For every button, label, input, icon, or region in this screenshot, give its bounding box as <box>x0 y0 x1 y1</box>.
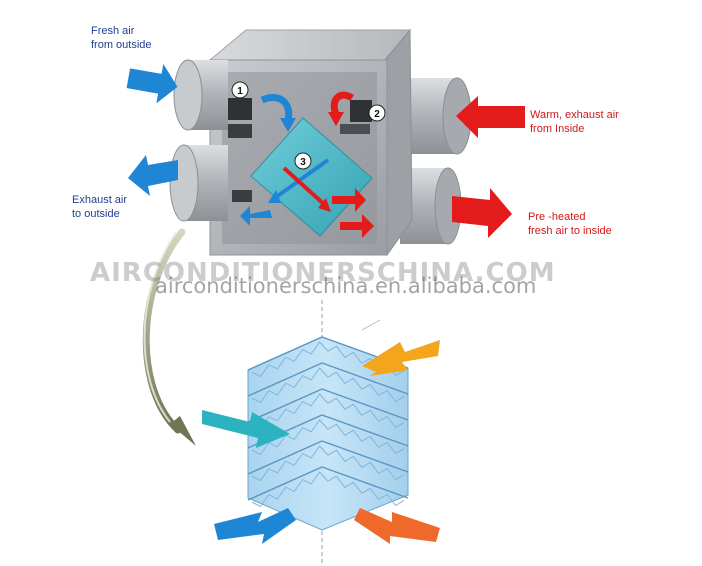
arrow-teal-in <box>202 410 290 448</box>
plate-edge <box>247 388 409 423</box>
duct-fresh-air-inlet <box>173 59 228 131</box>
plate-edge <box>247 466 409 501</box>
label-preheated-line1: Pre -heated <box>528 211 586 223</box>
label-preheated-line2: fresh air to inside <box>528 225 612 237</box>
plate-corrugation <box>251 393 405 430</box>
label-warm-exhaust-line1: Warm, exhaust air <box>530 109 619 121</box>
label-warm-exhaust: Warm, exhaust air from Inside <box>530 108 619 136</box>
marker-2: 2 <box>368 104 386 122</box>
housing-top <box>208 29 412 61</box>
plate-corrugation <box>251 471 405 508</box>
label-fresh-air-line1: Fresh air <box>91 25 135 37</box>
marker-2-text: 2 <box>374 109 380 120</box>
duct-exhaust-outlet <box>169 144 228 222</box>
label-exhaust-air-line2: to outside <box>72 208 120 220</box>
marker-1: 1 <box>231 81 249 99</box>
watermark-primary: AIRCONDITIONERSCHINA.COM <box>90 258 556 288</box>
plate-corrugation <box>251 445 405 482</box>
plate-edge <box>247 440 409 475</box>
arrow-exhaust-out <box>128 155 178 196</box>
curved-transition-arrow <box>142 228 196 446</box>
plate-corrugation <box>251 367 405 404</box>
label-exhaust-air: Exhaust air to outside <box>72 193 127 221</box>
plate-layers <box>247 336 409 508</box>
arrow-blue-out <box>214 508 296 544</box>
label-exhaust-air-line1: Exhaust air <box>72 194 128 206</box>
label-warm-exhaust-line2: from Inside <box>530 123 585 135</box>
arrow-fresh-air-in <box>126 64 178 104</box>
heat-exchanger-core <box>250 117 373 237</box>
arrow-warm-exhaust-in <box>456 96 525 138</box>
plate-edge <box>247 362 409 397</box>
marker-3-text: 3 <box>300 157 306 168</box>
label-fresh-air: Fresh air from outside <box>91 24 152 52</box>
marker-3: 3 <box>294 152 312 170</box>
plate-corrugation <box>251 419 405 456</box>
arrow-orange-in <box>362 340 440 376</box>
hrv-unit: 1 2 3 <box>169 28 472 257</box>
housing-side <box>384 28 413 257</box>
label-preheated: Pre -heated fresh air to inside <box>528 210 612 238</box>
label-fresh-air-line2: from outside <box>91 39 152 51</box>
arrow-orange-out <box>354 508 440 544</box>
arrow-preheated-out <box>452 188 512 238</box>
marker-1-text: 1 <box>237 86 243 97</box>
watermark-secondary: airconditionerschina.en.alibaba.com <box>155 274 537 298</box>
